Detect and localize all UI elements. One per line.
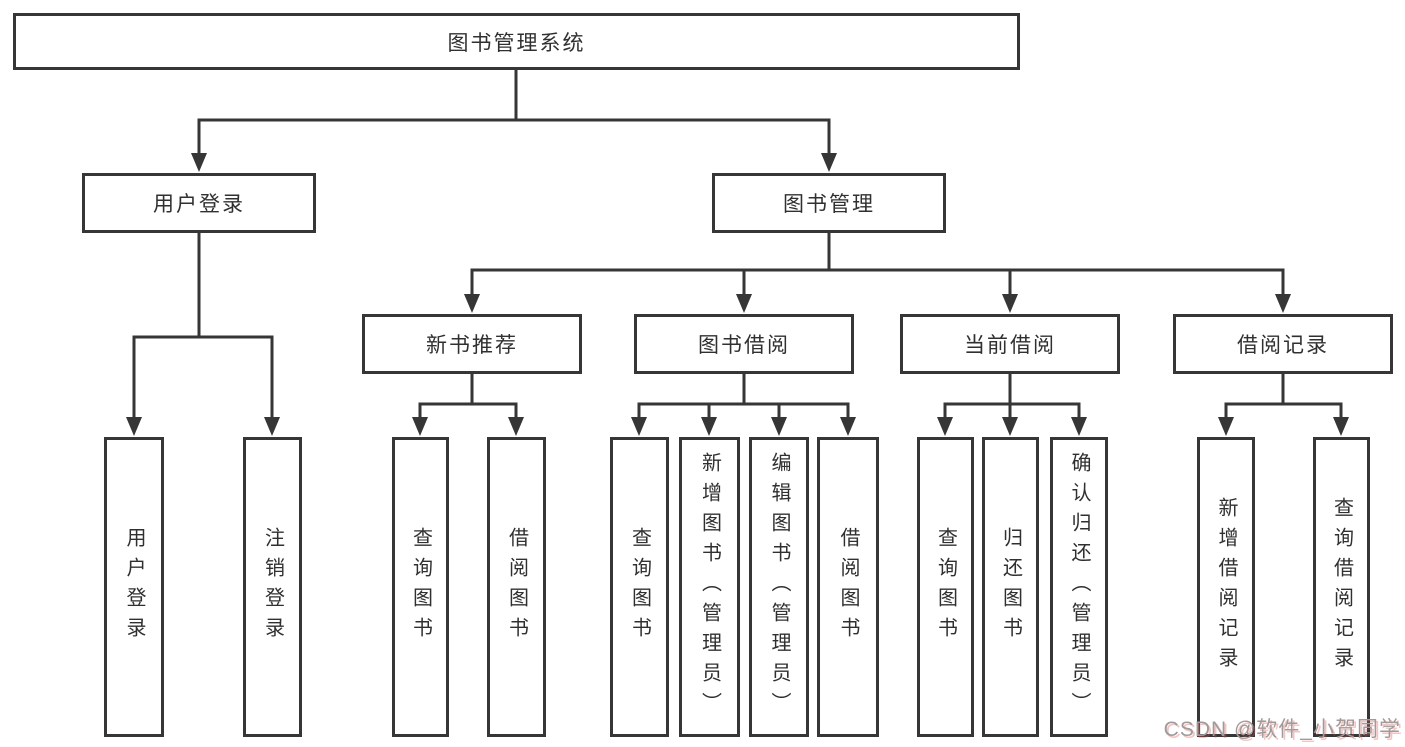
leaf-query-book-current: 查询图书 xyxy=(917,437,974,737)
leaf-user-login: 用户登录 xyxy=(104,437,164,737)
csdn-watermark: CSDN @软件_小贺同学 xyxy=(1163,718,1401,741)
leaf-confirm-return-admin: 确认归还（管理员） xyxy=(1050,437,1108,737)
node-current-borrowing: 当前借阅 xyxy=(900,314,1120,374)
leaf-logout: 注销登录 xyxy=(243,437,302,737)
leaf-borrow-book-recommend: 借阅图书 xyxy=(487,437,546,737)
node-borrowing-records: 借阅记录 xyxy=(1173,314,1393,374)
leaf-add-borrow-record: 新增借阅记录 xyxy=(1197,437,1255,737)
node-root-system: 图书管理系统 xyxy=(13,13,1020,70)
leaf-query-book-recommend: 查询图书 xyxy=(392,437,449,737)
node-book-management: 图书管理 xyxy=(712,173,946,233)
leaf-borrow-book: 借阅图书 xyxy=(817,437,879,737)
node-book-borrowing: 图书借阅 xyxy=(634,314,854,374)
leaf-return-book: 归还图书 xyxy=(982,437,1039,737)
leaf-query-borrow-record: 查询借阅记录 xyxy=(1313,437,1370,737)
leaf-add-book-admin: 新增图书（管理员） xyxy=(679,437,740,737)
node-new-book-recommendation: 新书推荐 xyxy=(362,314,582,374)
leaf-query-book-borrowing: 查询图书 xyxy=(610,437,669,737)
leaf-edit-book-admin: 编辑图书（管理员） xyxy=(749,437,809,737)
node-user-login: 用户登录 xyxy=(82,173,316,233)
